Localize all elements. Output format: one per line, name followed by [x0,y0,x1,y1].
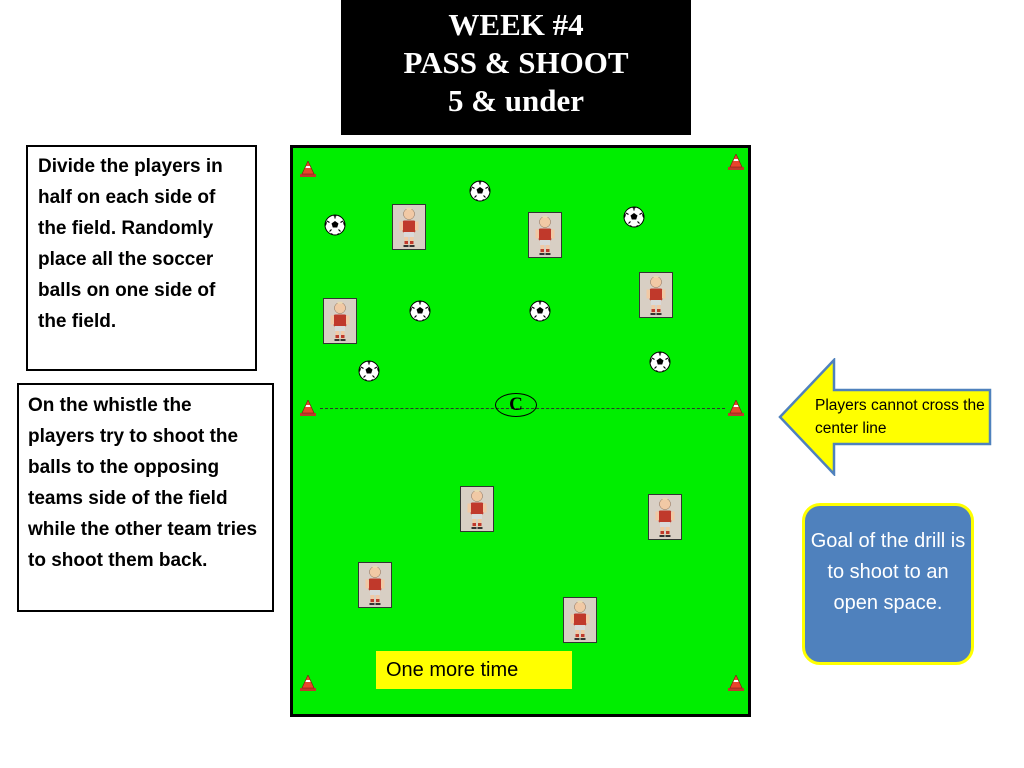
soccer-ball-icon [623,206,645,228]
soccer-ball-icon [358,360,380,382]
one-more-time-note: One more time [376,651,572,689]
cone-icon [299,675,317,691]
title-drill-name: PASS & SHOOT [403,45,629,80]
player-icon [323,298,357,344]
goal-callout: Goal of the drill is to shoot to an open… [802,503,974,665]
soccer-ball-icon [409,300,431,322]
setup-instructions: Divide the players in half on each side … [26,145,257,371]
title-box: WEEK #4 PASS & SHOOT 5 & under [341,0,691,135]
player-icon [639,272,673,318]
cone-icon [299,161,317,177]
title-week: WEEK #4 [448,7,584,42]
soccer-ball-icon [529,300,551,322]
player-icon [460,486,494,532]
left-arrow-callout [778,358,992,476]
title-age-group: 5 & under [447,83,585,118]
soccer-ball-icon [649,351,671,373]
cone-icon [727,675,745,691]
player-icon [528,212,562,258]
arrow-callout-text: Players cannot cross the center line [815,397,985,437]
soccer-ball-icon [324,214,346,236]
center-coach-marker: C [495,393,537,417]
player-icon [648,494,682,540]
player-icon [358,562,392,608]
soccer-ball-icon [469,180,491,202]
player-icon [392,204,426,250]
whistle-instructions: On the whistle the players try to shoot … [17,383,274,612]
cone-icon [727,400,745,416]
soccer-field [290,145,751,717]
player-icon [563,597,597,643]
cone-icon [727,154,745,170]
cone-icon [299,400,317,416]
